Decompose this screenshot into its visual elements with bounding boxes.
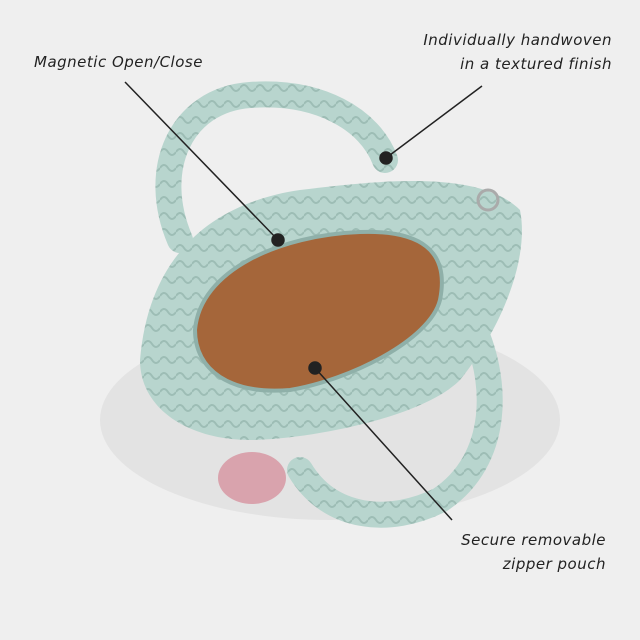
callout-dot-handwoven <box>379 151 393 165</box>
callout-handwoven-line1: Individually handwoven <box>423 31 612 49</box>
front-handle <box>287 307 503 528</box>
callout-line-handwoven <box>385 85 483 159</box>
callout-line-magnetic <box>124 81 279 241</box>
callout-handwoven-line2: in a textured finish <box>460 55 612 73</box>
callout-pouch-line1: Secure removable <box>461 531 606 549</box>
callout-dot-pouch <box>308 361 322 375</box>
callout-pouch: Secure removable zipper pouch <box>461 528 606 576</box>
callout-dot-magnetic <box>271 233 285 247</box>
callout-magnetic: Magnetic Open/Close <box>34 53 203 71</box>
callout-line-pouch <box>314 367 453 521</box>
zipper-pouch-lining <box>192 229 444 393</box>
callout-pouch-line2: zipper pouch <box>502 555 606 573</box>
callout-handwoven: Individually handwoven in a textured fin… <box>423 28 612 76</box>
pink-knot-charm <box>218 452 286 504</box>
back-handle <box>155 81 398 253</box>
metal-ring <box>476 188 500 212</box>
